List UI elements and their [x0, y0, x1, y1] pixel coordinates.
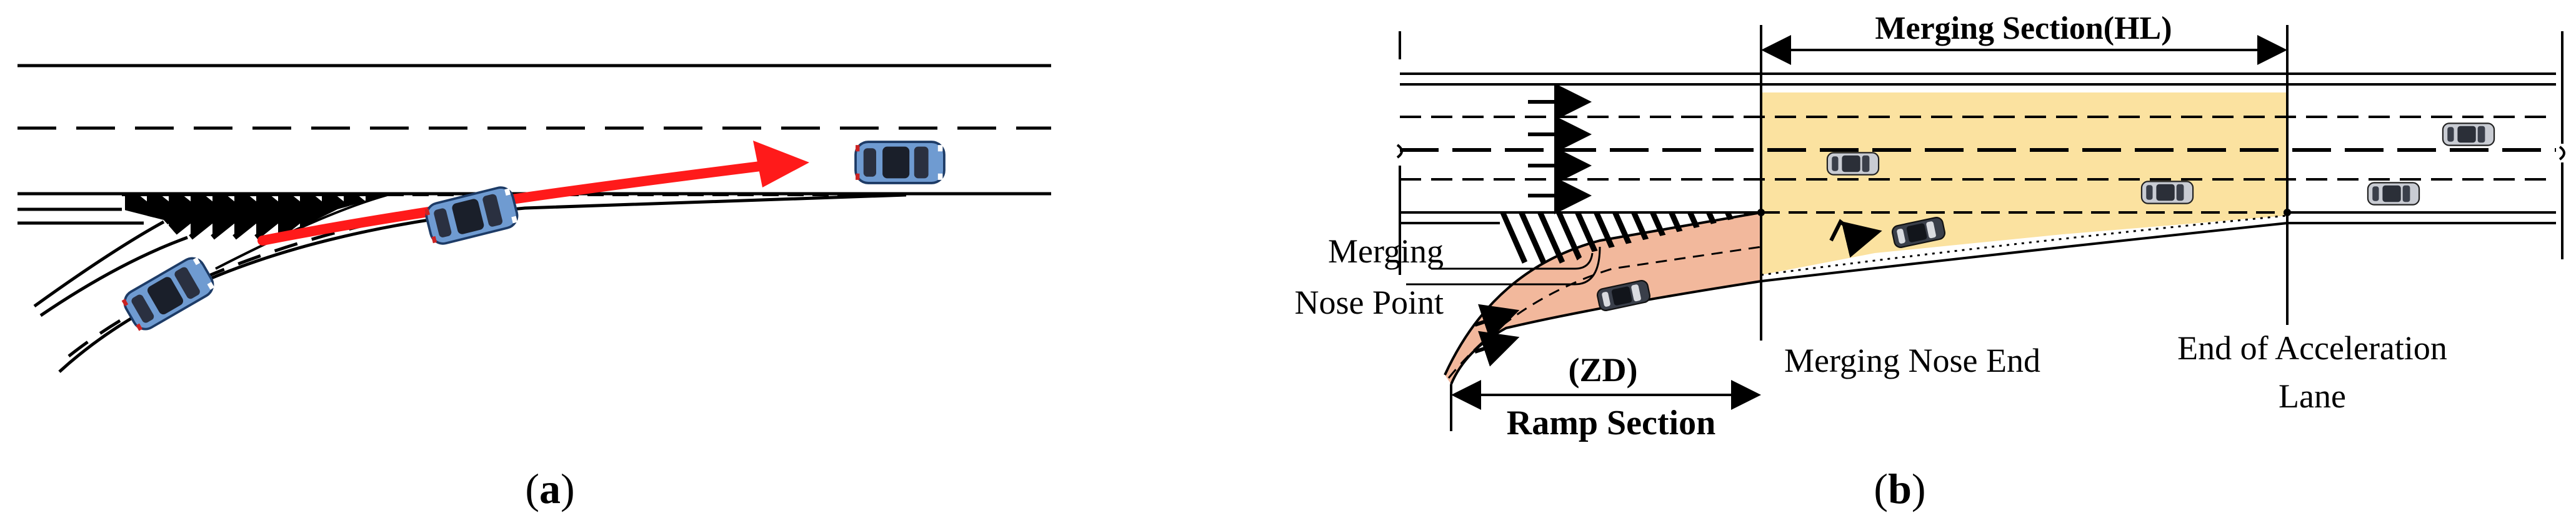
- arrow-right-icon: [1474, 331, 1520, 367]
- caption-a: (a): [525, 465, 574, 512]
- caption-b: (b): [1874, 465, 1925, 512]
- car-icon: [2442, 122, 2495, 146]
- zd-label: (ZD): [1569, 351, 1638, 389]
- break-left: [1396, 31, 1403, 275]
- merging-nose-end-label: Merging Nose End: [1784, 342, 2040, 379]
- nose-point-leader2: [1406, 246, 1601, 286]
- accel-end-point: [2284, 209, 2291, 216]
- car-icon: [120, 254, 217, 334]
- merging-zone-lower: [1761, 212, 2287, 275]
- nose-end-point: [1757, 209, 1765, 216]
- car-icon: [856, 142, 944, 183]
- ramp-dashed-b: [1447, 246, 1762, 379]
- panel-a: (a): [17, 64, 1051, 512]
- direction-arrows-main: [1528, 83, 1592, 214]
- road-edge-outer-b: [1760, 222, 2288, 282]
- ramp-edge-inner2: [39, 236, 188, 317]
- panel-b: Merging Section(HL) Merging Nose Point (…: [1294, 11, 2565, 512]
- arrow-right-icon: [1474, 304, 1520, 340]
- ramp-edge-inner1: [33, 220, 165, 308]
- car-icon: [2367, 182, 2420, 206]
- car-icon: [2140, 181, 2194, 204]
- merging-nose-point-label-2: Nose Point: [1294, 284, 1444, 321]
- merge-arrow-icon: [1829, 219, 1882, 258]
- trajectory-arrowhead: [753, 141, 809, 187]
- end-accel-label-2: Lane: [2279, 377, 2346, 415]
- merging-section-label: Merging Section(HL): [1875, 11, 2172, 46]
- ramp-section-label: Ramp Section: [1507, 404, 1715, 442]
- ramp-lane-dashed: [67, 214, 407, 357]
- gore-outline-a: [122, 194, 388, 270]
- break-right: [2559, 31, 2565, 259]
- end-accel-label-1: End of Acceleration: [2177, 329, 2447, 367]
- nose-point-leader: [1431, 252, 1594, 270]
- car-icon: [1826, 152, 1880, 176]
- direction-arrows-ramp: [1474, 304, 1520, 367]
- merging-nose-point-label-1: Merging: [1328, 232, 1444, 270]
